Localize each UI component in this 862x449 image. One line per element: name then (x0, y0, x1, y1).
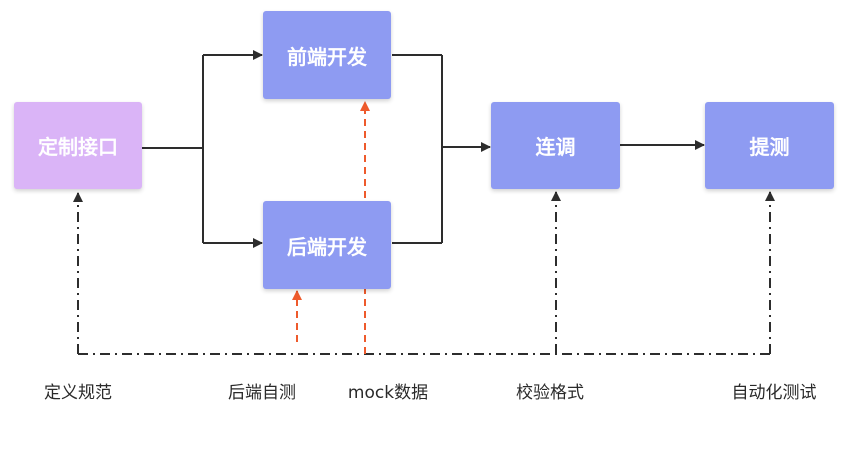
spec-rail (73, 191, 775, 355)
caption-backend-self-test: 后端自测 (228, 383, 296, 403)
caption-define-spec: 定义规范 (44, 383, 112, 403)
box-backend-dev-label: 后端开发 (287, 234, 367, 259)
box-submit-test-label: 提测 (749, 135, 790, 159)
box-integration: 连调 (491, 102, 620, 189)
box-backend-dev: 后端开发 (263, 201, 391, 289)
caption-validate-format: 校验格式 (516, 383, 584, 403)
solid-connectors (142, 50, 705, 248)
caption-mock-data: mock数据 (347, 383, 429, 403)
box-integration-label: 连调 (535, 135, 576, 159)
box-frontend-dev: 前端开发 (263, 11, 391, 99)
caption-auto-test: 自动化测试 (731, 383, 817, 403)
box-define-interface: 定制接口 (14, 102, 142, 189)
box-submit-test: 提测 (705, 102, 834, 189)
box-frontend-dev-label: 前端开发 (287, 44, 367, 69)
box-define-interface-label: 定制接口 (38, 135, 118, 159)
